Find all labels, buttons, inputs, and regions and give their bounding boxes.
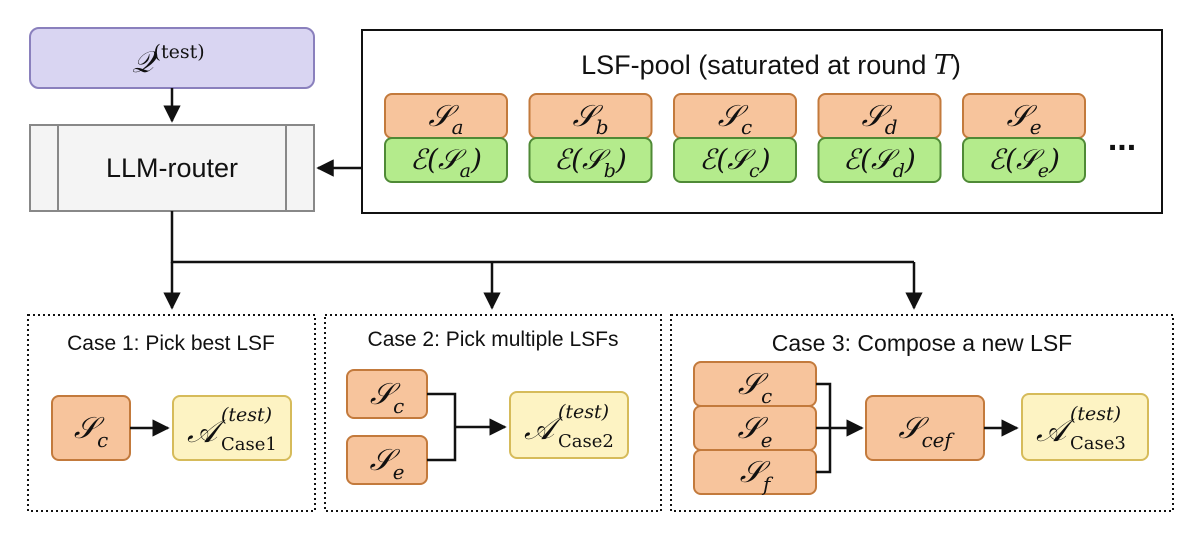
case2-answer: 𝒜(test)Case2	[509, 391, 629, 459]
router-branch-line	[170, 211, 914, 264]
case2-lsf-c: 𝒮c	[346, 369, 428, 419]
case3-title: Case 3: Compose a new LSF	[772, 330, 1072, 356]
case3-lsf-c-label: 𝒮c	[738, 367, 772, 408]
case1-title: Case 1: Pick best LSF	[67, 332, 275, 355]
query-node: 𝒬(test)	[29, 27, 315, 89]
lsf-pool-title: LSF-pool (saturated at round T)	[581, 50, 961, 81]
case3-lsf-f: 𝒮f	[693, 449, 817, 496]
case1-panel: Case 1: Pick best LSF 𝒮c 𝒜(test)Case1	[27, 314, 316, 512]
case2-lsf-e: 𝒮e	[346, 435, 428, 485]
query-superscript: (test)	[154, 41, 205, 63]
case2-lsf-c-label: 𝒮c	[370, 377, 404, 418]
pool-item-e: 𝒮eℰ(𝒮e)	[962, 93, 1086, 183]
eval-b-label: ℰ(𝒮b)	[554, 143, 627, 182]
case3-lsf-e: 𝒮e	[693, 405, 817, 452]
lsf-pool: LSF-pool (saturated at round T) 𝒮aℰ(𝒮a)𝒮…	[361, 29, 1163, 214]
case1-answer: 𝒜(test)Case1	[172, 395, 292, 461]
pool-item-d: 𝒮dℰ(𝒮d)	[817, 93, 942, 183]
case2-title: Case 2: Pick multiple LSFs	[368, 328, 619, 351]
case3-composed-lsf: 𝒮cef	[865, 395, 985, 461]
connectors	[163, 88, 923, 310]
case3-composed-lsf-label: 𝒮cef	[898, 411, 955, 452]
svg-text:𝒬(test): 𝒬(test)	[132, 41, 205, 80]
pool-item-a: 𝒮aℰ(𝒮a)	[384, 93, 508, 183]
lsf-pool-items: 𝒮aℰ(𝒮a)𝒮bℰ(𝒮b)𝒮cℰ(𝒮c)𝒮dℰ(𝒮d)𝒮eℰ(𝒮e)	[384, 93, 1086, 183]
eval-c-label: ℰ(𝒮c)	[699, 143, 770, 182]
pool-ellipsis: ...	[1108, 120, 1136, 158]
case2-merge-bracket	[427, 392, 457, 462]
llm-router-label: LLM-router	[106, 153, 238, 183]
eval-a-label: ℰ(𝒮a)	[410, 143, 482, 182]
pool-item-c: 𝒮cℰ(𝒮c)	[673, 93, 797, 183]
eval-d-label: ℰ(𝒮d)	[843, 143, 916, 182]
case1-body: 𝒮c 𝒜(test)Case1	[51, 395, 292, 461]
pool-item-b: 𝒮bℰ(𝒮b)	[528, 93, 653, 183]
eval-e-label: ℰ(𝒮e)	[988, 143, 1060, 182]
case3-answer: 𝒜(test)Case3	[1021, 393, 1149, 461]
case3-lsf-c: 𝒮c	[693, 361, 817, 408]
llm-router-node: LLM-router	[29, 124, 315, 212]
case1-lsf-c: 𝒮c	[51, 395, 131, 461]
